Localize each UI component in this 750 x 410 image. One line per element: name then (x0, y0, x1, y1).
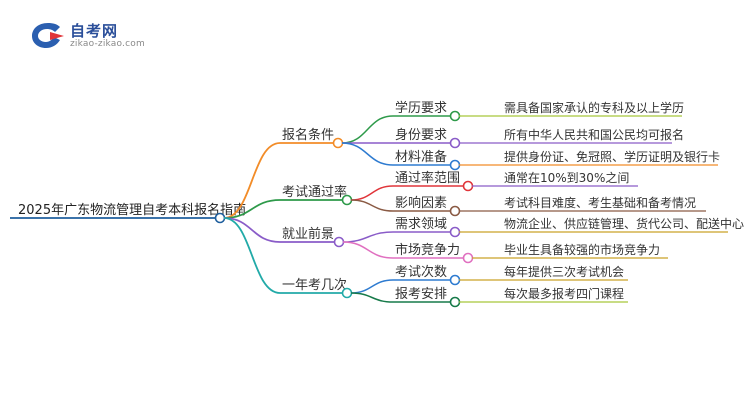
site-logo[interactable]: 自考网 zikao-zikao.com (30, 18, 145, 54)
branch-label: 就业前景 (282, 226, 334, 242)
child-node[interactable] (449, 137, 461, 149)
child-label: 学历要求 (395, 100, 447, 116)
child-node[interactable] (449, 159, 461, 171)
branch-connector (223, 217, 281, 243)
leaf-label: 每年提供三次考试机会 (504, 264, 624, 279)
child-label: 身份要求 (395, 127, 447, 143)
child-label: 材料准备 (395, 149, 447, 165)
leaf-label: 提供身份证、免冠照、学历证明及银行卡 (504, 149, 720, 164)
leaf-label: 考试科目难度、考生基础和备考情况 (504, 195, 696, 210)
child-connector (341, 142, 394, 166)
child-label: 市场竞争力 (395, 242, 460, 258)
child-label: 影响因素 (395, 195, 447, 211)
child-node[interactable] (449, 226, 461, 238)
logo-mark-icon (32, 23, 64, 48)
branch-node[interactable] (333, 236, 345, 248)
root-label: 2025年广东物流管理自考本科报名指南 (18, 202, 246, 218)
leaf-label: 需具备国家承认的专科及以上学历 (504, 100, 684, 115)
child-connector (350, 292, 394, 303)
child-node[interactable] (449, 274, 461, 286)
branch-node[interactable] (341, 287, 353, 299)
branch-label: 报名条件 (282, 127, 334, 143)
branch-connector (223, 142, 281, 219)
leaf-label: 通常在10%到30%之间 (504, 171, 629, 185)
leaf-label: 物流企业、供应链管理、货代公司、配送中心 (504, 216, 744, 231)
child-label: 通过率范围 (395, 170, 460, 186)
child-node[interactable] (462, 180, 474, 192)
child-connector (342, 241, 394, 259)
branch-label: 考试通过率 (282, 184, 347, 200)
child-node[interactable] (449, 296, 461, 308)
logo-title: 自考网 (70, 22, 119, 40)
child-connector (350, 199, 394, 212)
leaf-label: 所有中华人民共和国公民均可报名 (504, 127, 684, 142)
leaf-label: 每次最多报考四门课程 (504, 286, 624, 301)
branch-node[interactable] (332, 137, 344, 149)
child-label: 需求领域 (395, 217, 447, 232)
child-label: 考试次数 (395, 264, 447, 280)
logo-url: zikao-zikao.com (70, 39, 145, 49)
branch-connector (223, 217, 281, 294)
branch-node[interactable] (341, 194, 353, 206)
child-node[interactable] (462, 252, 474, 264)
child-label: 报考安排 (395, 287, 447, 302)
leaf-label: 毕业生具备较强的市场竞争力 (504, 242, 660, 257)
child-node[interactable] (449, 205, 461, 217)
branch-connector (223, 199, 281, 219)
child-connector (350, 279, 394, 294)
child-node[interactable] (449, 110, 461, 122)
child-connector (350, 185, 394, 201)
root-node[interactable] (214, 212, 226, 224)
child-connector (342, 231, 394, 243)
child-connector (341, 115, 394, 144)
branch-label: 一年考几次 (282, 277, 347, 293)
